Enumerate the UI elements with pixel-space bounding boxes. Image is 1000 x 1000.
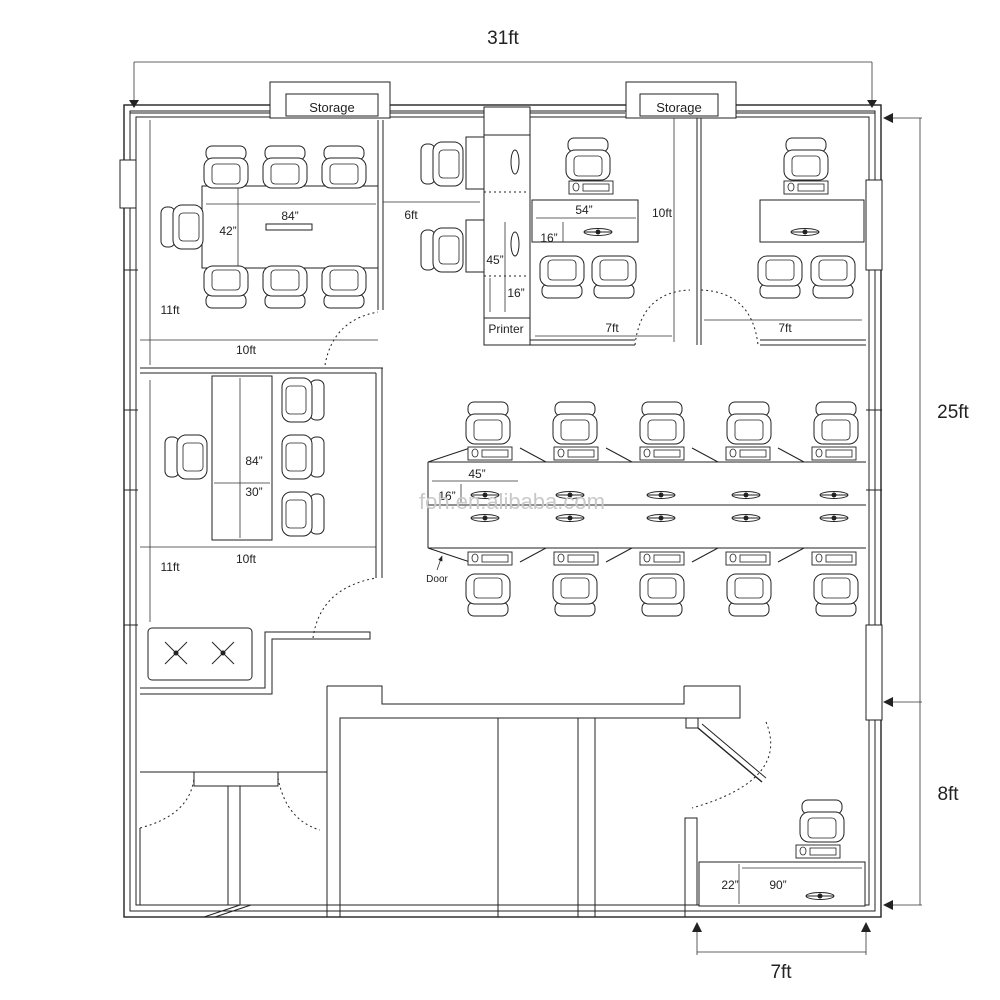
meeting-table-width: 42” <box>219 224 236 238</box>
workstation-desk-depth: 45” <box>468 467 485 481</box>
storage-right-label: Storage <box>656 100 702 115</box>
meeting-room-depth: 11ft <box>160 303 180 317</box>
office-right-width: 7ft <box>778 321 792 335</box>
lounge-table <box>211 375 273 541</box>
corridor-width: 6ft <box>404 208 418 222</box>
dimension-right: 25ft 8ft <box>883 113 970 910</box>
lounge-room: 84” 30” 11ft 10ft <box>140 367 383 622</box>
lounge-table-length: 84” <box>245 454 262 468</box>
reception-desks: Printer 45” 16” <box>420 106 531 346</box>
storage-left: Storage <box>269 81 391 119</box>
workstation-return: 16” <box>438 489 455 503</box>
lounge-depth: 11ft <box>160 560 180 574</box>
pantry <box>140 577 377 695</box>
corridor-dimension: 6ft <box>383 201 480 222</box>
workstation-dividers <box>519 447 805 563</box>
dim-25ft: 25ft <box>937 402 969 423</box>
meeting-room: 84” 42” 11ft 10ft <box>140 120 384 366</box>
reception-desk-return: 16” <box>507 286 524 300</box>
bottom-desk-width: 90” <box>769 878 786 892</box>
meeting-table-length: 84” <box>281 209 298 223</box>
bottom-office: 22” 90” <box>684 799 866 917</box>
dim-7ft: 7ft <box>770 962 792 983</box>
dimension-bottom: 7ft <box>692 922 871 983</box>
lounge-width: 10ft <box>236 552 257 566</box>
workstation-cluster: 45” 16” Door <box>426 401 866 617</box>
meeting-room-width: 10ft <box>236 343 257 357</box>
dim-31ft: 31ft <box>487 28 519 49</box>
reception-desk-depth: 45” <box>486 253 503 267</box>
dim-8ft: 8ft <box>937 784 959 805</box>
office-left-width: 7ft <box>605 321 619 335</box>
storage-left-label: Storage <box>309 100 355 115</box>
office-room-depth: 10ft <box>652 206 673 220</box>
printer-label: Printer <box>488 322 523 336</box>
office-left-desk: 54” <box>575 203 592 217</box>
top-office-right: 10ft 7ft <box>652 118 866 346</box>
watermark: foh.en.alibaba.com <box>419 489 605 514</box>
top-office-left: 54” 16” 7ft <box>529 118 691 346</box>
workstation-bottom-row <box>465 514 859 617</box>
office-left-return: 16” <box>540 231 557 245</box>
bottom-desk-depth: 22” <box>721 878 738 892</box>
storage-right: Storage <box>625 81 737 119</box>
lounge-table-width: 30” <box>245 485 262 499</box>
dimension-overall-width: 31ft <box>129 28 877 108</box>
lower-partitions <box>139 685 772 918</box>
door-label: Door <box>426 574 448 585</box>
